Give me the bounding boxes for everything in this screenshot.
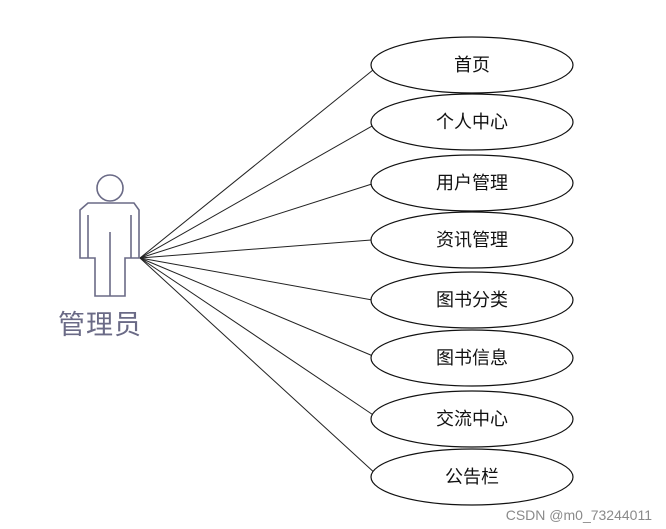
association-line xyxy=(139,239,372,259)
use-case: 交流中心 xyxy=(370,390,574,448)
association-line xyxy=(139,121,380,259)
use-case-label: 用户管理 xyxy=(436,173,508,194)
use-case: 用户管理 xyxy=(370,154,574,212)
use-case: 图书信息 xyxy=(370,329,574,387)
association-line xyxy=(139,182,376,259)
use-case-ellipse xyxy=(370,211,574,269)
use-case-ellipse xyxy=(370,93,574,151)
use-case-label: 资讯管理 xyxy=(436,230,508,251)
use-case: 公告栏 xyxy=(370,448,574,506)
use-case: 首页 xyxy=(370,36,574,94)
association-line xyxy=(139,257,380,420)
actor-label: 管理员 xyxy=(58,310,142,341)
use-case-label: 首页 xyxy=(454,55,490,76)
association-line xyxy=(139,257,380,478)
use-case: 图书分类 xyxy=(370,271,574,329)
use-case-label: 交流中心 xyxy=(436,409,508,430)
use-case: 个人中心 xyxy=(370,93,574,151)
watermark: CSDN @m0_73244011 xyxy=(505,507,652,523)
use-case-ellipse xyxy=(370,36,574,94)
use-case-label: 公告栏 xyxy=(445,467,499,488)
actor-figure xyxy=(79,174,140,297)
association-line xyxy=(139,64,380,259)
association-lines xyxy=(139,64,380,478)
use-case-ellipse xyxy=(370,329,574,387)
use-case: 资讯管理 xyxy=(370,211,574,269)
use-case-label: 图书分类 xyxy=(436,290,508,311)
use-case-ellipse xyxy=(370,390,574,448)
association-line xyxy=(139,257,378,359)
use-case-ellipse xyxy=(370,271,574,329)
use-case-label: 图书信息 xyxy=(436,348,508,369)
use-case-ellipse xyxy=(370,448,574,506)
use-case-label: 个人中心 xyxy=(436,112,508,133)
association-line xyxy=(139,257,373,301)
actor-head xyxy=(96,174,124,202)
use-case-ellipse xyxy=(370,154,574,212)
actor-body xyxy=(79,202,140,297)
